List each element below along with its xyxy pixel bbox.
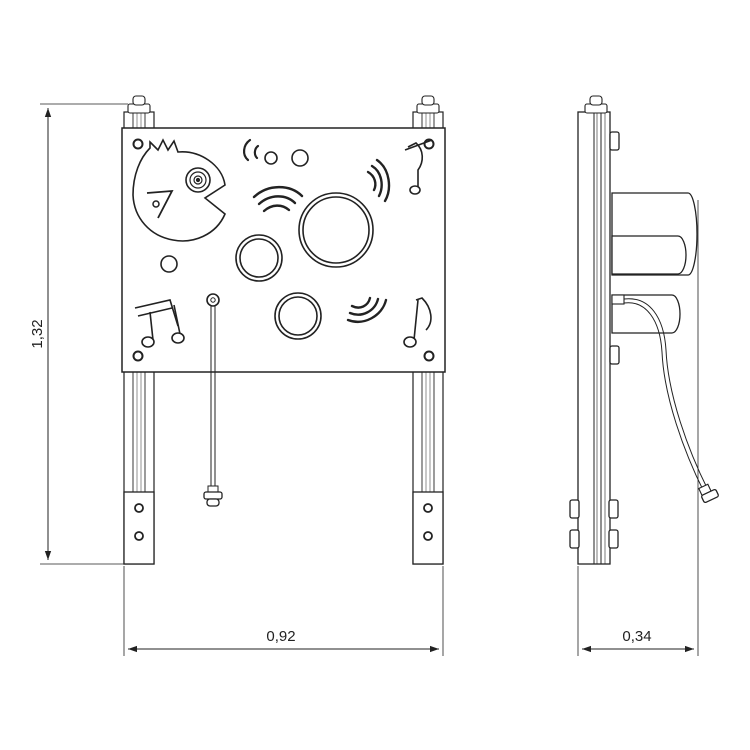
side-post-cap xyxy=(584,95,608,114)
bolt-icon xyxy=(569,131,620,549)
small-hole xyxy=(291,149,309,167)
depth-dimension: 0,34 xyxy=(577,200,699,656)
width-label: 0,92 xyxy=(266,628,295,645)
small-hole xyxy=(264,151,278,165)
front-view xyxy=(121,95,446,565)
mallet-icon xyxy=(203,293,223,507)
side-view xyxy=(569,95,719,565)
drum-circle-icon xyxy=(235,192,374,340)
right-post-cap xyxy=(416,95,440,114)
sound-wave-icon xyxy=(243,138,260,162)
side-post xyxy=(577,111,611,565)
fish-icon xyxy=(132,138,226,242)
music-note-icon xyxy=(403,297,432,348)
left-post-cap xyxy=(127,95,151,114)
left-foot-bracket xyxy=(123,491,155,565)
mallet-icon xyxy=(611,294,719,503)
width-dimension: 0,92 xyxy=(123,566,444,656)
depth-label: 0,34 xyxy=(622,628,651,645)
height-label: 1,32 xyxy=(29,319,46,348)
sound-wave-icon xyxy=(366,158,391,203)
drum-cylinder xyxy=(611,192,698,334)
sound-wave-icon xyxy=(252,185,304,213)
right-foot-bracket xyxy=(412,491,444,565)
music-note-icon xyxy=(134,299,185,348)
music-note-icon xyxy=(404,139,433,195)
sound-wave-icon xyxy=(346,296,388,323)
height-dimension: 1,32 xyxy=(29,103,128,565)
small-hole xyxy=(160,255,178,273)
